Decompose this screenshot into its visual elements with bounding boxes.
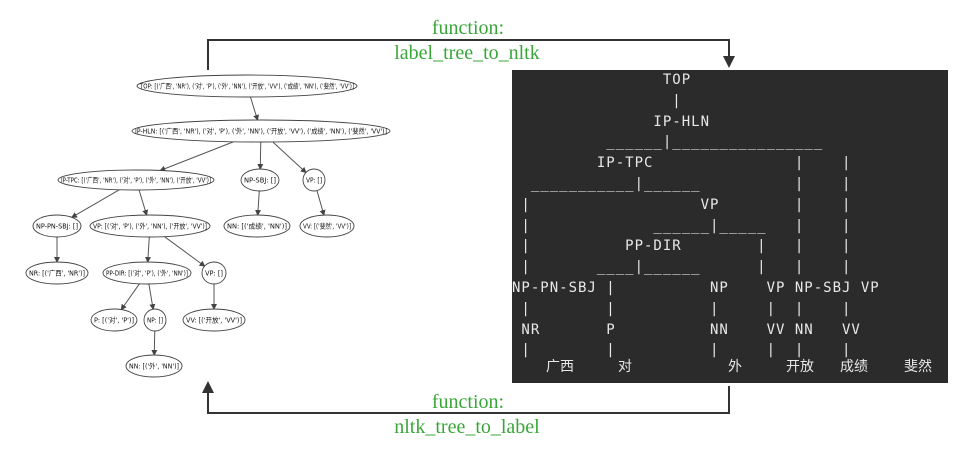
tree-node-npsbj [240, 168, 280, 192]
tree-edge [148, 283, 156, 311]
top-function-name: label_tree_to_nltk [394, 42, 540, 64]
tree-edge [70, 189, 120, 218]
tree-node-label: NP: [] [147, 317, 163, 325]
tree-node-label: TOP: [('广西', 'NR'), ('对', 'P'), ('外', 'N… [139, 82, 354, 91]
tree-node-vp2 [89, 214, 211, 238]
tree-edge [145, 236, 152, 263]
tree-node-label: IP-TPC: [('广西', 'NR'), ('对', 'P'), ('外',… [61, 176, 211, 185]
tree-edge [257, 141, 264, 171]
tree-node-nn1 [223, 214, 291, 238]
bottom-function-name: nltk_tree_to_label [394, 416, 540, 438]
tree-edge [272, 141, 307, 174]
leaf-word: 对 [618, 359, 632, 375]
bottom-function-label: function: [431, 391, 505, 413]
bottom-flow-arrowhead [202, 381, 214, 393]
leaf-word: 开放 [786, 359, 814, 375]
tree-node-np [143, 308, 167, 332]
tree-edge [138, 189, 149, 216]
nltk-tree-terminal: TOP | IP-HLN ______|________________ IP-… [512, 70, 948, 383]
leaf-word: 斐然 [904, 359, 932, 375]
nltk-leaves-row: 广西 对 外 开放 成绩 斐然 [512, 356, 948, 376]
tree-node-label: NP-PN-SBJ: [] [36, 223, 78, 231]
tree-node-top [136, 74, 358, 98]
tree-node-nppnsbj [32, 214, 82, 238]
leaf-word: 广西 [546, 359, 574, 375]
tree-node-label: IP-HLN: [('广西', 'NR'), ('对', 'P'), ('外',… [135, 127, 387, 136]
tree-node-label: VP: [] [306, 177, 322, 185]
tree-node-label: NN: [('成绩', 'NN')] [227, 222, 287, 231]
nltk-tree-text: TOP | IP-HLN ______|________________ IP-… [512, 72, 880, 359]
tree-node-iphln [131, 119, 391, 143]
tree-node-nn2 [125, 354, 183, 378]
tree-edge [316, 190, 326, 217]
tree-edge [255, 190, 262, 217]
tree-edge [159, 141, 234, 172]
tree-node-nr [25, 261, 89, 285]
tree-node-iptpc [57, 169, 215, 191]
tree-node-label: VV: [('斐然', 'VV')] [303, 222, 351, 231]
leaf-word: 外 [728, 359, 742, 375]
tree-node-label: NR: [('广西', 'NR')] [29, 269, 85, 278]
tree-node-vp3 [201, 261, 227, 285]
bottom-flow-arrow-line [207, 386, 730, 414]
tree-node-label: P: [('对', 'P')] [94, 316, 134, 325]
top-function-label: function: [431, 17, 505, 39]
tree-node-label: NN: [('外', 'NN')] [129, 362, 179, 371]
tree-node-p [90, 308, 138, 332]
tree-node-vv1 [299, 214, 355, 238]
tree-node-label: NP-SBJ: [] [244, 177, 276, 185]
tree-node-label: VV: [('开放', 'VV')] [186, 316, 242, 325]
tree-node-label: VP: [] [205, 270, 223, 278]
tree-node-label: PP-DIR: [('对', 'P'), ('外', 'NN')] [106, 269, 188, 278]
tree-edge [120, 283, 140, 311]
tree-edge [151, 330, 158, 357]
tree-node-label: VP: [('对', 'P'), ('外', 'NN'), ('开放', 'VV… [93, 222, 207, 231]
top-flow-arrow-line [207, 39, 730, 70]
top-flow-arrowhead [723, 56, 735, 68]
leaf-word: 成绩 [840, 359, 868, 375]
tree-edge [249, 96, 259, 121]
tree-node-vp1 [302, 168, 326, 192]
tree-edge [164, 236, 206, 267]
tree-node-ppdir [102, 261, 192, 285]
tree-node-vv2 [182, 308, 246, 332]
